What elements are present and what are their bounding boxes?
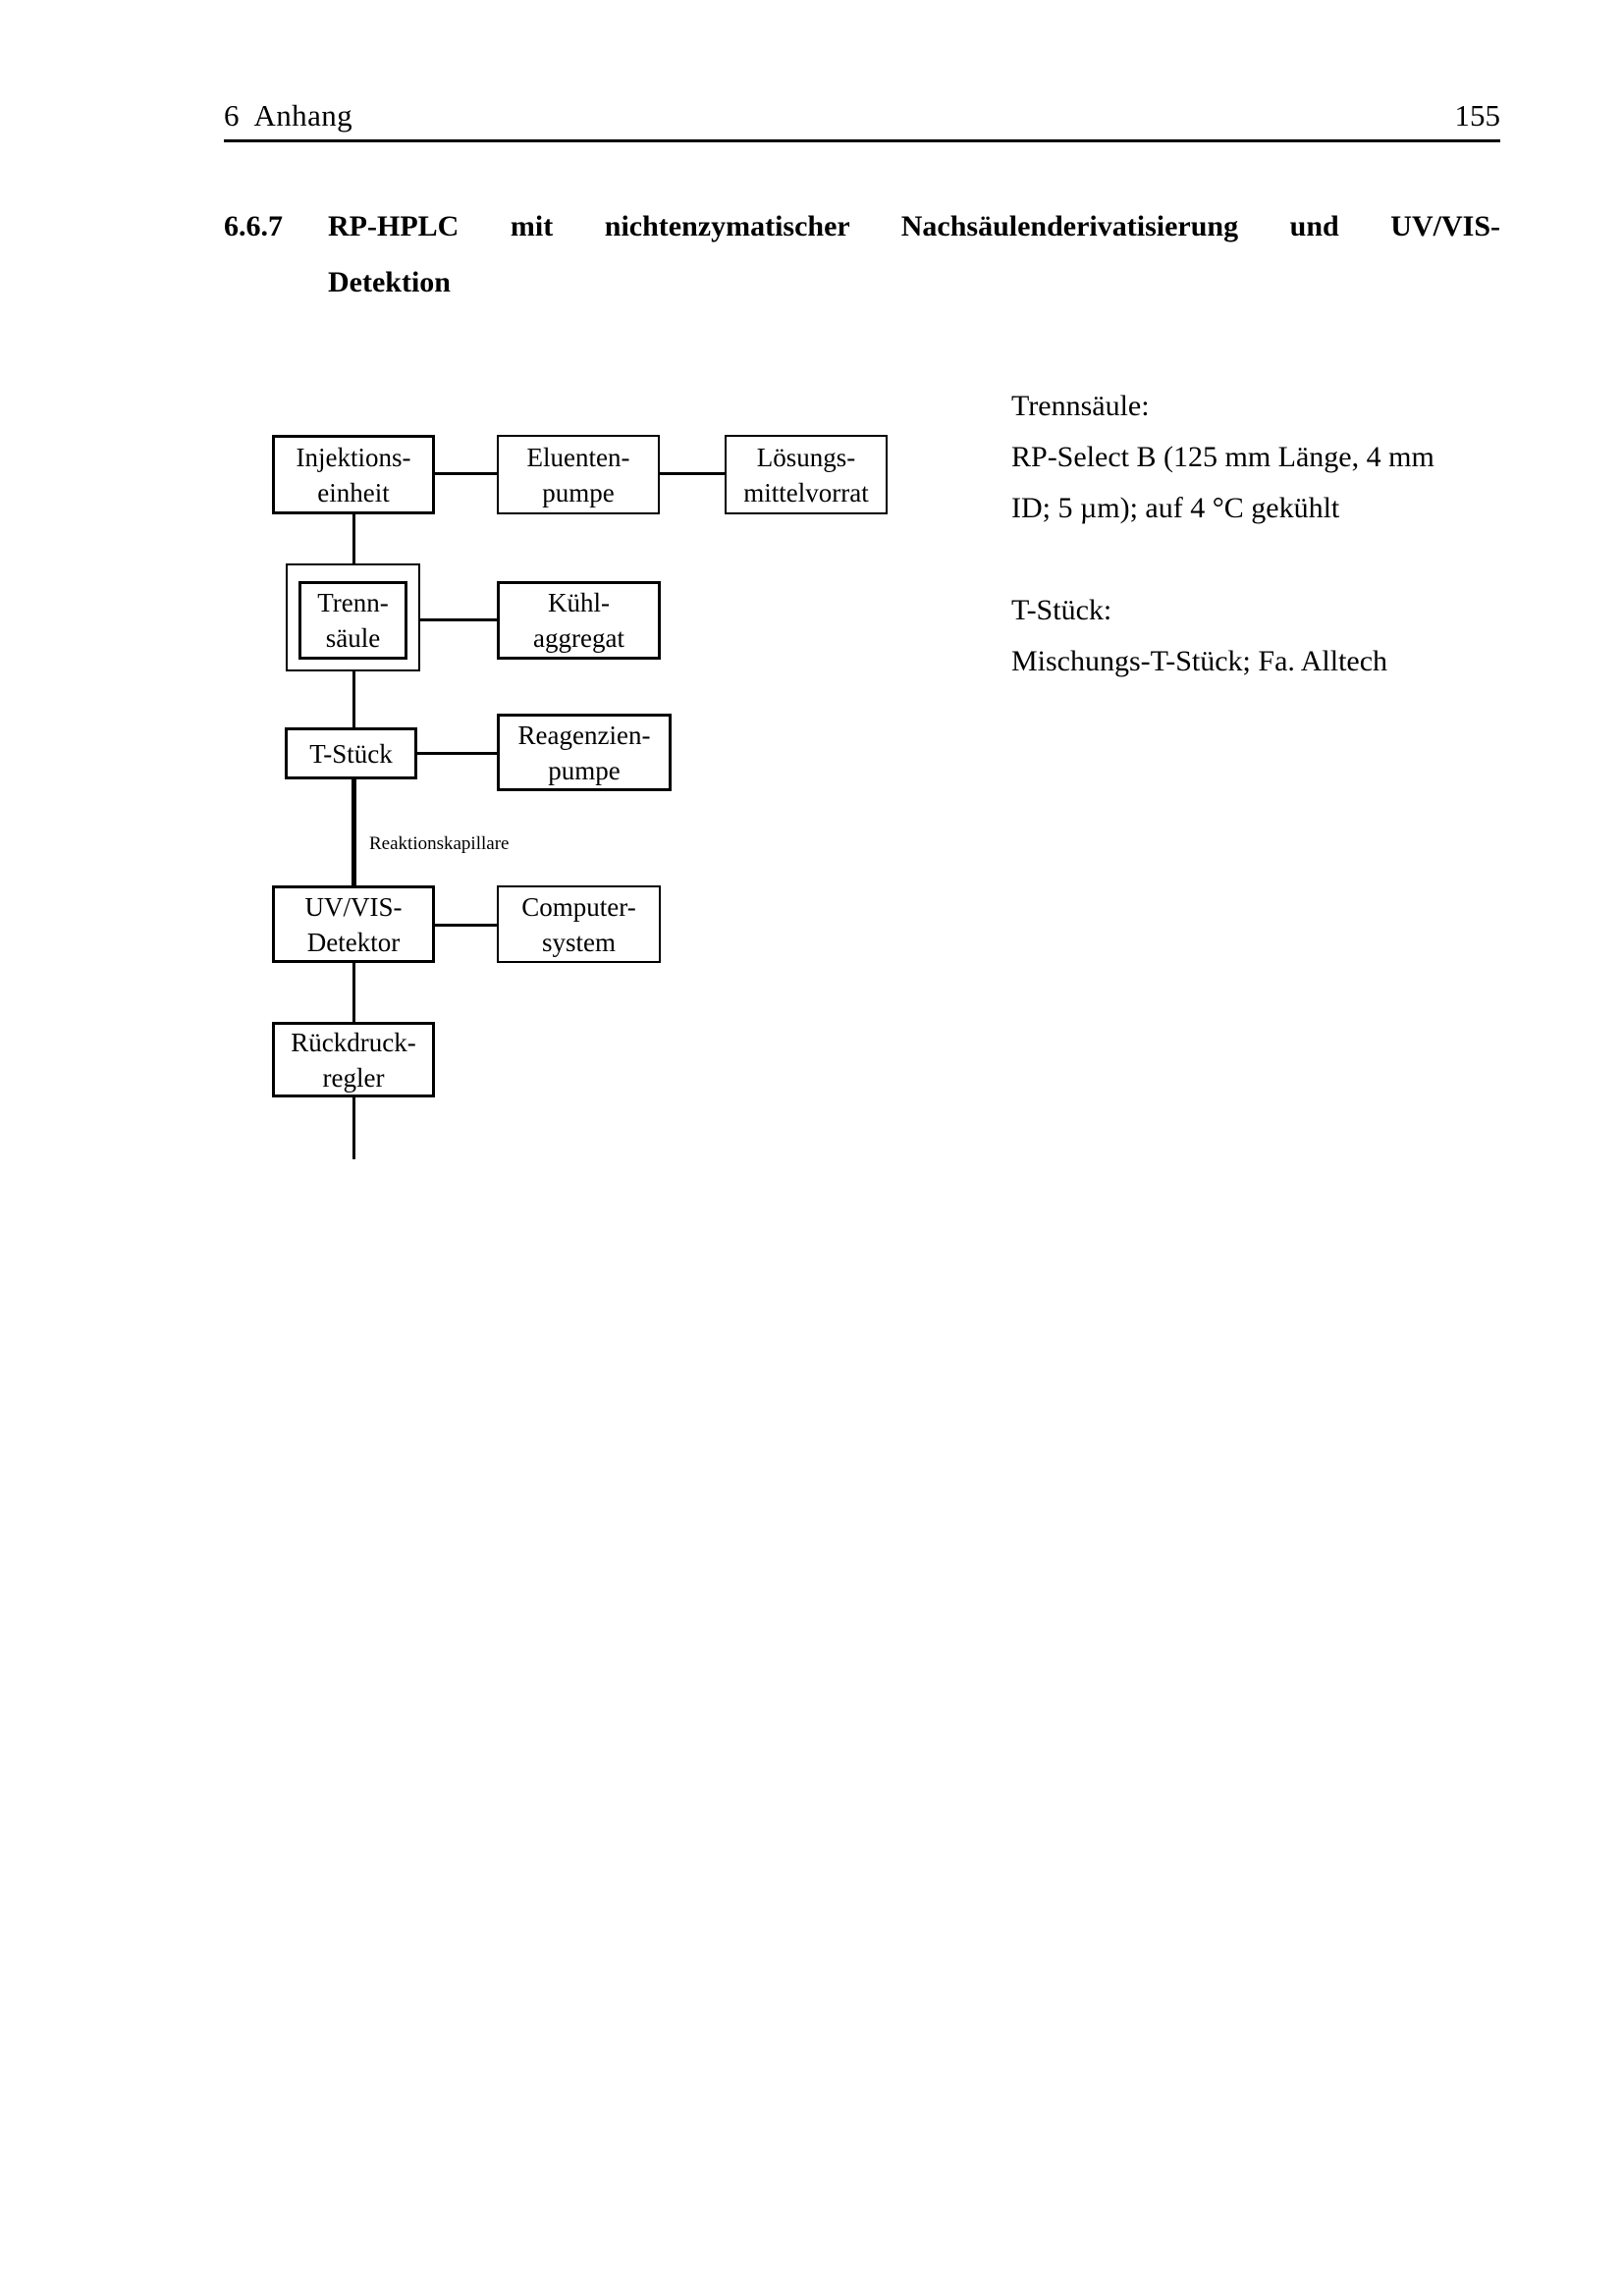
note-block-trennsaeule: Trennsäule: RP-Select B (125 mm Länge, 4… (1011, 381, 1522, 534)
node-trennsaeule-label: Trenn- säule (317, 588, 389, 653)
node-eluentenpumpe-label: Eluenten- pumpe (526, 442, 630, 507)
node-trennsaeule: Trenn- säule (298, 581, 407, 660)
connector-detektor-computersystem (432, 924, 499, 927)
node-loesungsmittelvorrat-label: Lösungs- mittelvorrat (743, 442, 869, 507)
connector-detektor-rueckdruckregler (352, 959, 355, 1026)
node-kuehlaggregat: Kühl- aggregat (497, 581, 661, 660)
note-title-tstueck: T-Stück: (1011, 594, 1112, 626)
hplc-flow-diagram: Injektions- einheit Eluenten- pumpe Lösu… (0, 0, 982, 1227)
connector-eluentenpumpe-loesungsmittelvorrat (658, 472, 727, 475)
connector-rueckdruckregler-outlet (352, 1095, 355, 1159)
connector-tstueck-reagenzienpumpe (416, 752, 499, 755)
node-injektionseinheit-label: Injektions- einheit (296, 442, 411, 507)
node-computersystem-label: Computer- system (521, 891, 636, 957)
node-loesungsmittelvorrat: Lösungs- mittelvorrat (725, 435, 888, 514)
connector-trennsaeule-tstueck (352, 648, 355, 730)
node-kuehlaggregat-label: Kühl- aggregat (533, 588, 624, 653)
note-trennsaeule-line-1: RP-Select B (125 mm Länge, 4 mm (1011, 441, 1434, 473)
node-rueckdruckregler-label: Rückdruck- regler (291, 1027, 416, 1093)
node-uvvis-detektor-label: UV/VIS- Detektor (304, 891, 403, 957)
page-header: 6 Anhang 155 (224, 96, 1500, 147)
node-rueckdruckregler: Rückdruck- regler (272, 1022, 435, 1097)
label-reaktionskapillare: Reaktionskapillare (369, 833, 510, 854)
node-computersystem: Computer- system (497, 885, 661, 963)
node-eluentenpumpe: Eluenten- pumpe (497, 435, 660, 514)
section-heading: 6.6.7 RP-HPLC mit nichtenzymatischer Nac… (224, 198, 1500, 310)
connector-reaktionskapillare (352, 777, 356, 889)
section-number: 6.6.7 (224, 210, 283, 242)
section-title-line-1: RP-HPLC mit nichtenzymatischer Nachsäule… (328, 210, 1500, 242)
equipment-notes: Trennsäule: RP-Select B (125 mm Länge, 4… (1011, 381, 1522, 738)
note-trennsaeule-line-2: ID; 5 µm); auf 4 °C gekühlt (1011, 492, 1340, 524)
node-injektionseinheit: Injektions- einheit (272, 435, 435, 514)
node-reagenzienpumpe-label: Reagenzien- pumpe (517, 720, 651, 785)
node-tstueck: T-Stück (285, 727, 417, 779)
connector-trennsaeule-kuehlaggregat (403, 618, 499, 621)
note-tstueck-line-1: Mischungs-T-Stück; Fa. Alltech (1011, 645, 1388, 677)
connector-injektionseinheit-eluentenpumpe (432, 472, 499, 475)
note-title-trennsaeule: Trennsäule: (1011, 390, 1150, 422)
node-tstueck-label: T-Stück (309, 738, 393, 769)
header-rule (224, 139, 1500, 142)
note-block-tstueck: T-Stück: Mischungs-T-Stück; Fa. Alltech (1011, 585, 1522, 687)
header-page-number: 155 (1454, 98, 1501, 133)
connector-injektionseinheit-trennsaeule (352, 511, 355, 590)
section-title-line-2: Detektion (328, 266, 451, 298)
node-uvvis-detektor: UV/VIS- Detektor (272, 885, 435, 963)
header-chapter-label: 6 Anhang (224, 98, 353, 133)
node-reagenzienpumpe: Reagenzien- pumpe (497, 714, 672, 791)
